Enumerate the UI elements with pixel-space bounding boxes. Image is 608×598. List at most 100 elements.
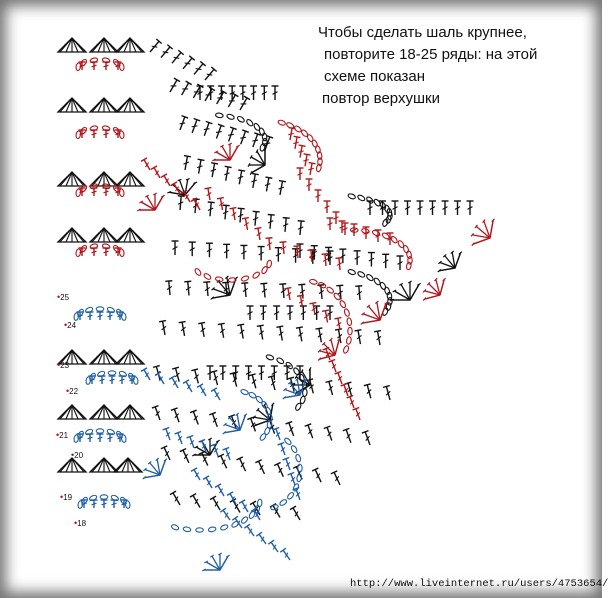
double-crochet-stitch (198, 438, 207, 453)
row-number-23: •23 (57, 360, 70, 370)
chain-stitch-oval (347, 193, 356, 200)
double-crochet-stitch (217, 322, 225, 338)
double-crochet-stitch (207, 201, 215, 217)
caption-text: Чтобы сделать шаль крупнее, повторите 18… (318, 22, 588, 110)
chain-stitch-oval (311, 139, 318, 148)
double-crochet-stitch (250, 85, 258, 100)
double-crochet-stitch (184, 280, 192, 296)
double-crochet-stitch (118, 375, 126, 384)
double-crochet-stitch (186, 434, 195, 449)
double-crochet-stitch (208, 411, 218, 428)
chain-stitch-oval (386, 291, 393, 301)
double-crochet-stitch (382, 253, 390, 269)
shell-fan (56, 97, 88, 113)
double-crochet-stitch (307, 249, 315, 263)
double-crochet-stitch (429, 200, 436, 215)
chain-stitch-oval (248, 391, 257, 399)
chain-stitch-oval (75, 62, 82, 72)
double-crochet-stitch (334, 328, 343, 344)
chain-stitch-oval (279, 499, 288, 506)
double-crochet-stitch (416, 200, 424, 215)
double-crochet-stitch (78, 187, 86, 196)
chain-stitch-oval (347, 326, 353, 336)
chain-stitch-oval (366, 196, 374, 204)
chain-stitch-oval (254, 504, 261, 514)
double-crochet-stitch (191, 368, 200, 384)
double-crochet-stitch (229, 498, 241, 513)
chain-stitch-oval (107, 370, 117, 376)
double-crochet-stitch (287, 471, 296, 486)
double-crochet-stitch (346, 394, 355, 409)
double-crochet-stitch (282, 456, 291, 471)
row-number-24: •24 (64, 320, 77, 330)
double-crochet-stitch (251, 172, 259, 188)
chain-stitch-oval (261, 266, 268, 275)
chain-stitch-oval (236, 115, 245, 123)
double-crochet-stitch (248, 373, 257, 389)
chain-stitch-oval (120, 434, 127, 443)
double-crochet-stitch (150, 165, 161, 179)
double-crochet-stitch (293, 135, 301, 149)
chain-stitch-oval (342, 345, 350, 354)
double-crochet-stitch (216, 89, 228, 105)
double-crochet-stitch (325, 246, 333, 262)
chain-stitch-oval (326, 286, 335, 294)
chain-stitch-oval (240, 389, 249, 396)
double-crochet-stitch (238, 499, 249, 513)
chain-stitch-oval (339, 300, 347, 309)
chain-stitch-oval (195, 527, 204, 533)
chain-stitch-oval (75, 248, 82, 258)
double-crochet-stitch (404, 200, 411, 215)
double-crochet-stitch (267, 374, 276, 391)
chain-stitch-oval (261, 132, 268, 142)
row-number-25: •25 (57, 292, 70, 302)
double-crochet-stitch (149, 38, 163, 53)
double-crochet-stitch (106, 433, 114, 442)
chain-stitch-oval (203, 273, 212, 280)
chain-stitch-oval (226, 113, 235, 120)
double-crochet-stitch (336, 284, 344, 300)
chain-stitch-oval (79, 184, 88, 193)
double-crochet-stitch (273, 461, 284, 477)
chain-stitch-oval (270, 504, 279, 511)
shell-fan (470, 218, 495, 247)
double-crochet-stitch (189, 493, 201, 508)
chain-stitch-oval (405, 261, 412, 271)
shell-fan (56, 171, 88, 187)
double-crochet-stitch (314, 189, 322, 202)
double-crochet-stitch (270, 365, 278, 380)
double-crochet-stitch (182, 379, 193, 393)
double-crochet-stitch (367, 251, 375, 267)
double-crochet-stitch (90, 61, 98, 70)
double-crochet-stitch (282, 216, 290, 232)
double-crochet-stitch (120, 499, 128, 508)
shell-fan (222, 412, 248, 435)
double-crochet-stitch (114, 247, 122, 256)
double-crochet-stitch (181, 80, 193, 96)
chain-stitch-oval (258, 127, 265, 136)
chain-stitch-oval (227, 277, 237, 283)
double-crochet-stitch (204, 86, 216, 102)
double-crochet-stitch (217, 85, 225, 100)
double-crochet-stitch (363, 383, 372, 399)
double-crochet-stitch (203, 281, 211, 297)
double-crochet-stitch (191, 117, 201, 134)
chain-stitch-oval (118, 188, 125, 198)
chain-stitch-oval (384, 286, 391, 296)
double-crochet-stitch (323, 425, 333, 441)
double-crochet-stitch (332, 211, 340, 224)
double-crochet-stitch (86, 311, 94, 320)
chain-stitch-oval (295, 453, 302, 463)
chain-stitch-oval (381, 232, 390, 240)
double-crochet-stitch (286, 305, 294, 320)
double-crochet-stitch (165, 280, 173, 296)
double-crochet-stitch (374, 329, 382, 346)
double-crochet-stitch (207, 85, 215, 100)
double-crochet-stitch (274, 246, 282, 262)
double-crochet-stitch (257, 245, 265, 261)
double-crochet-stitch (241, 282, 249, 298)
chain-stitch-oval (373, 277, 381, 286)
double-crochet-stitch (96, 311, 104, 320)
double-crochet-stitch (350, 223, 358, 236)
